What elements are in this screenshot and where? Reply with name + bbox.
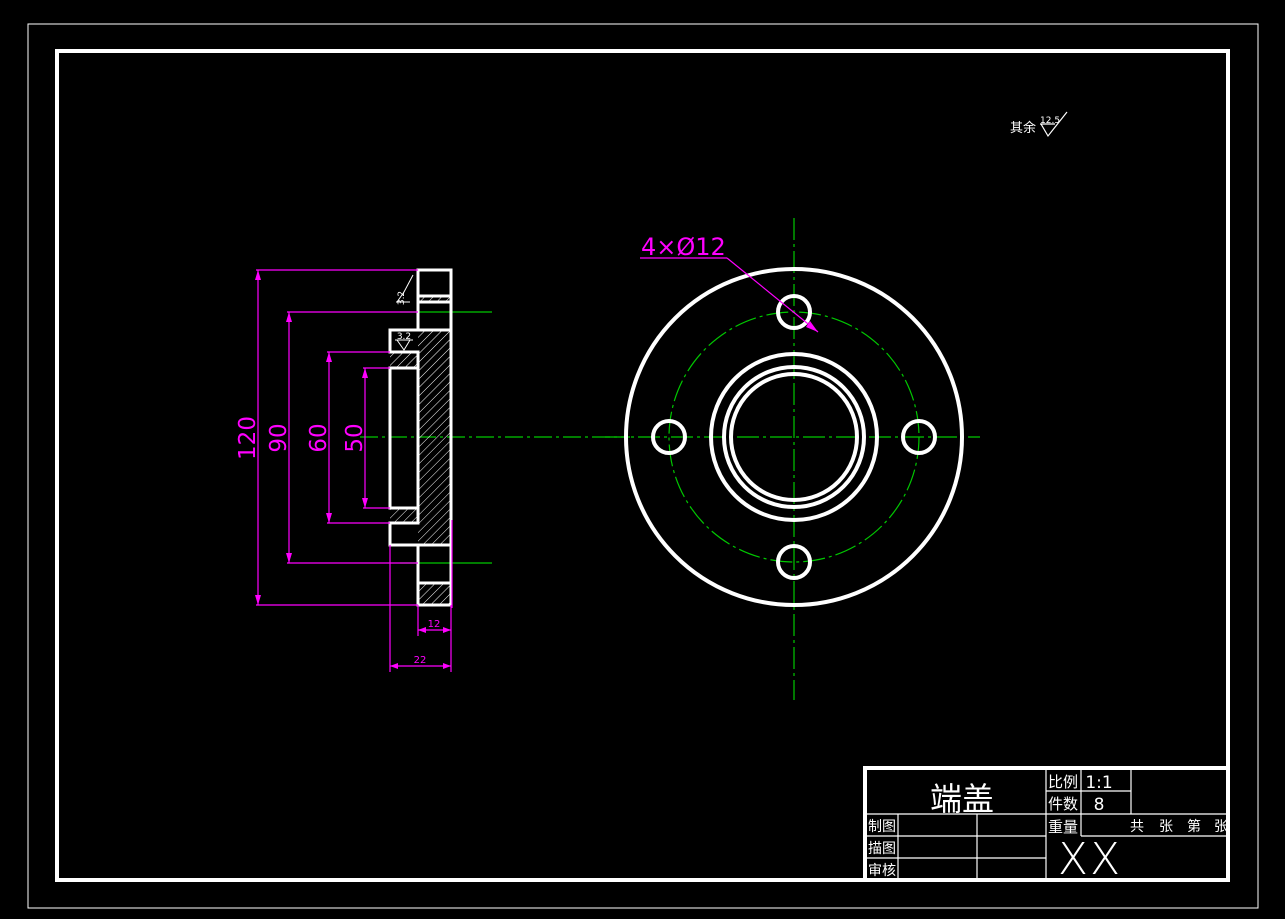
section-hatch-bottom-flange (418, 583, 451, 605)
drawn-by-label: 制图 (868, 819, 896, 835)
sheets-unit-2: 张 (1214, 819, 1228, 835)
roughness-symbol-icon (1040, 111, 1068, 138)
roughness-symbol-top-icon (396, 274, 414, 303)
general-roughness-value: 12.5 (1040, 116, 1060, 126)
sheets-total-label: 共 (1130, 819, 1144, 835)
quantity-value: 8 (1094, 795, 1105, 815)
bore-step-circle (722, 365, 866, 509)
traced-by-label: 描图 (868, 841, 896, 857)
title-block: 端盖 比例 1:1 件数 8 重量 共 张 第 张 制图 描图 审核 XX (863, 766, 1230, 885)
section-hatch-top-flange (418, 296, 451, 302)
bore-inner-circle (729, 372, 859, 502)
sheets-unit-1: 张 (1159, 819, 1173, 835)
hole-callout-leader (640, 257, 819, 333)
roughness-symbol-step-icon (395, 339, 413, 351)
quantity-label: 件数 (1048, 795, 1078, 813)
drawing-frame (55, 49, 1230, 882)
scale-label: 比例 (1048, 773, 1078, 791)
roughness-value-top: 3.2 (397, 291, 407, 305)
organization-placeholder: XX (1058, 834, 1122, 885)
sheet-index-label: 第 (1187, 818, 1201, 835)
bolt-hole-bottom (776, 544, 812, 580)
dim-diameter-120: 120 (235, 416, 261, 460)
part-name: 端盖 (930, 780, 994, 818)
hole-callout-text: 4×Ø12 (641, 233, 726, 261)
flange-outer-circle (624, 267, 964, 607)
checked-by-label: 审核 (868, 863, 896, 879)
leader-arrowhead (806, 321, 818, 332)
outer-trim-border (27, 23, 1259, 909)
bolt-hole-right (901, 419, 937, 455)
side-section-view: 120 90 60 50 12 22 3.2 3.2 (235, 268, 630, 672)
general-roughness-label: 其余 (1010, 120, 1036, 136)
bolt-hole-left (651, 419, 687, 455)
dim-diameter-50: 50 (342, 423, 368, 452)
dim-diameter-60: 60 (306, 423, 332, 452)
roughness-value-step: 3.2 (397, 332, 411, 342)
front-view: 4×Ø12 (605, 218, 980, 700)
dim-thickness-22: 22 (414, 655, 427, 666)
boss-outer-circle (709, 352, 879, 522)
dim-thickness-12: 12 (428, 619, 441, 630)
section-hatch-body (390, 330, 451, 545)
weight-label: 重量 (1048, 818, 1078, 836)
bolt-hole-top (776, 294, 812, 330)
scale-value: 1:1 (1085, 773, 1112, 793)
general-roughness-note: 其余 12.5 (1010, 111, 1068, 138)
dim-diameter-90: 90 (266, 423, 292, 452)
